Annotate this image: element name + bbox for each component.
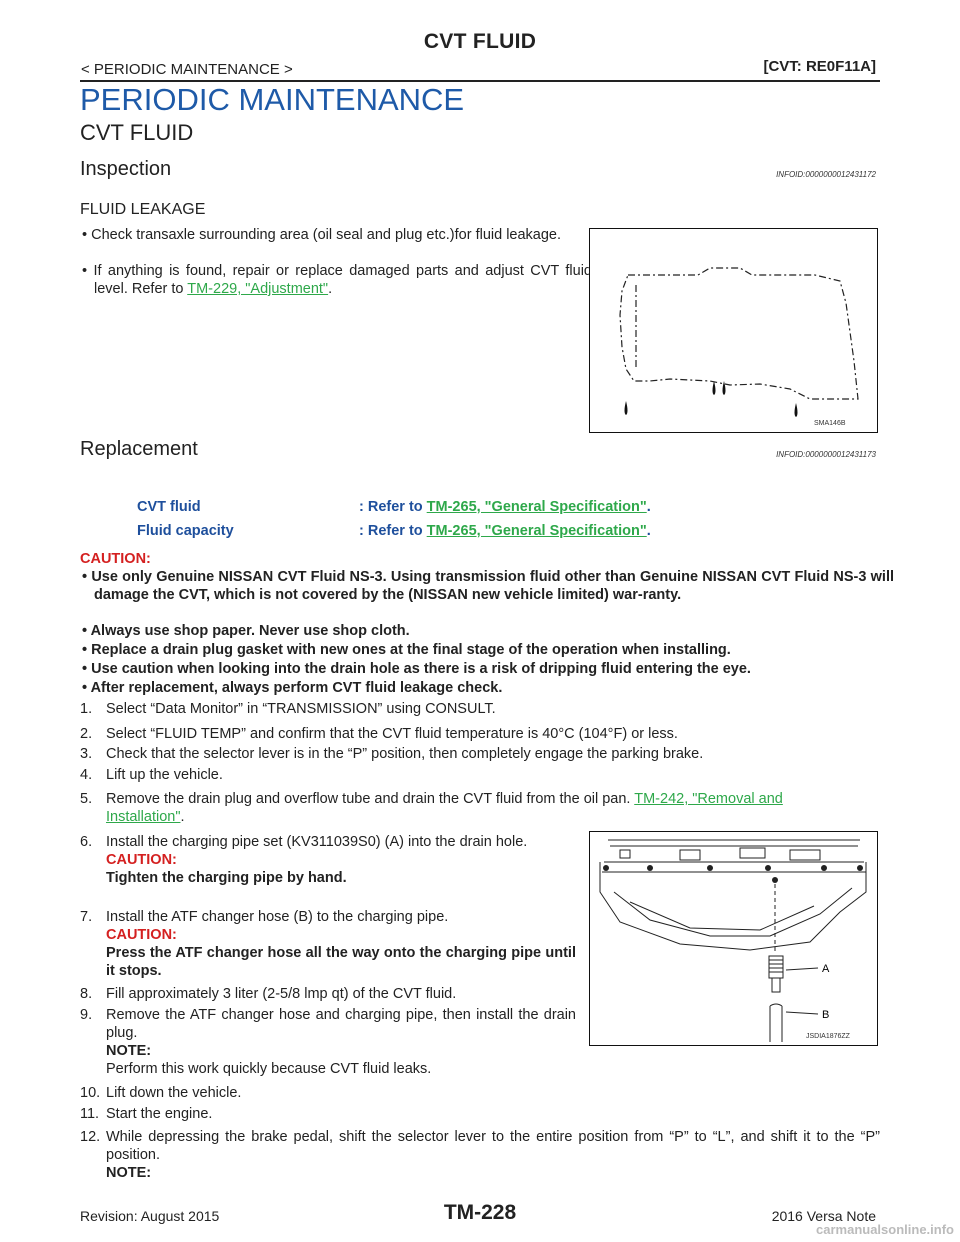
spec-value-cvt-fluid: : Refer to TM-265, "General Specificatio… (359, 499, 651, 515)
replacement-heading: Replacement (80, 438, 198, 460)
chapter-heading: PERIODIC MAINTENANCE (80, 82, 465, 117)
model-code: [CVT: RE0F11A] (763, 58, 876, 75)
removal-installation-link[interactable]: TM-242, "Removal and (634, 791, 783, 807)
caution-heading: CAUTION: (80, 551, 151, 567)
step-1: 1.Select “Data Monitor” in “TRANSMISSION… (80, 701, 496, 717)
step-7: 7.Install the ATF changer hose (B) to th… (80, 909, 576, 979)
step-6: 6.Install the charging pipe set (KV31103… (80, 834, 528, 886)
caution-item: • Always use shop paper. Never use shop … (82, 623, 410, 639)
caution-item: • After replacement, always perform CVT … (82, 680, 503, 696)
inspection-bullet-2: • If anything is found, repair or replac… (82, 263, 592, 297)
charging-pipe-figure: A B JSDIA1876ZZ (589, 831, 878, 1046)
step-5: 5.Remove the drain plug and overflow tub… (80, 791, 783, 825)
step-12: 12.While depressing the brake pedal, shi… (80, 1129, 880, 1181)
step-2: 2.Select “FLUID TEMP” and confirm that t… (80, 726, 678, 742)
general-spec-link-1[interactable]: TM-265, "General Specification" (426, 499, 647, 515)
fluid-leakage-subheading: FLUID LEAKAGE (80, 201, 206, 218)
label-b: B (822, 1009, 829, 1021)
caution-item: • Replace a drain plug gasket with new o… (82, 642, 731, 658)
oil-pan-charging-pipe-drawing: A B JSDIA1876ZZ (599, 839, 867, 1042)
step-3: 3.Check that the selector lever is in th… (80, 746, 704, 762)
section-heading: CVT FLUID (80, 120, 194, 145)
transaxle-outline-drawing: SMA146B (619, 267, 859, 427)
step-9: 9.Remove the ATF changer hose and chargi… (80, 1007, 576, 1077)
removal-installation-link-cont[interactable]: Installation" (106, 809, 181, 825)
caution-item: • Use only Genuine NISSAN CVT Fluid NS-3… (82, 569, 894, 603)
step-4: 4.Lift up the vehicle. (80, 767, 223, 783)
inspection-infoid: INFOID:0000000012431172 (776, 170, 876, 179)
caution-item: • Use caution when looking into the drai… (82, 661, 751, 677)
spec-value-fluid-capacity: : Refer to TM-265, "General Specificatio… (359, 523, 651, 539)
replacement-infoid: INFOID:0000000012431173 (776, 450, 876, 459)
page-header-title: CVT FLUID (423, 30, 537, 53)
spec-label-cvt-fluid: CVT fluid (137, 499, 201, 515)
inspection-bullet-1: • Check transaxle surrounding area (oil … (82, 227, 562, 243)
label-a: A (822, 963, 830, 975)
general-spec-link-2[interactable]: TM-265, "General Specification" (426, 523, 647, 539)
figure-code-label: SMA146B (814, 420, 846, 427)
revision-date: Revision: August 2015 (80, 1208, 220, 1224)
spec-label-fluid-capacity: Fluid capacity (137, 523, 234, 539)
step-10: 10.Lift down the vehicle. (80, 1085, 242, 1101)
watermark: carmanualsonline.info (816, 1222, 954, 1237)
page-number: TM-228 (443, 1201, 517, 1224)
figure-code-label: JSDIA1876ZZ (806, 1033, 851, 1040)
step-8: 8.Fill approximately 3 liter (2-5/8 lmp … (80, 986, 457, 1002)
section-breadcrumb: < PERIODIC MAINTENANCE > (81, 61, 293, 78)
header-divider (80, 80, 880, 82)
adjustment-link[interactable]: TM-229, "Adjustment" (187, 281, 329, 297)
step-11: 11.Start the engine. (80, 1106, 213, 1122)
transaxle-leak-figure: SMA146B (589, 228, 878, 433)
vehicle-model: 2016 Versa Note (771, 1208, 876, 1224)
inspection-heading: Inspection (80, 158, 172, 180)
